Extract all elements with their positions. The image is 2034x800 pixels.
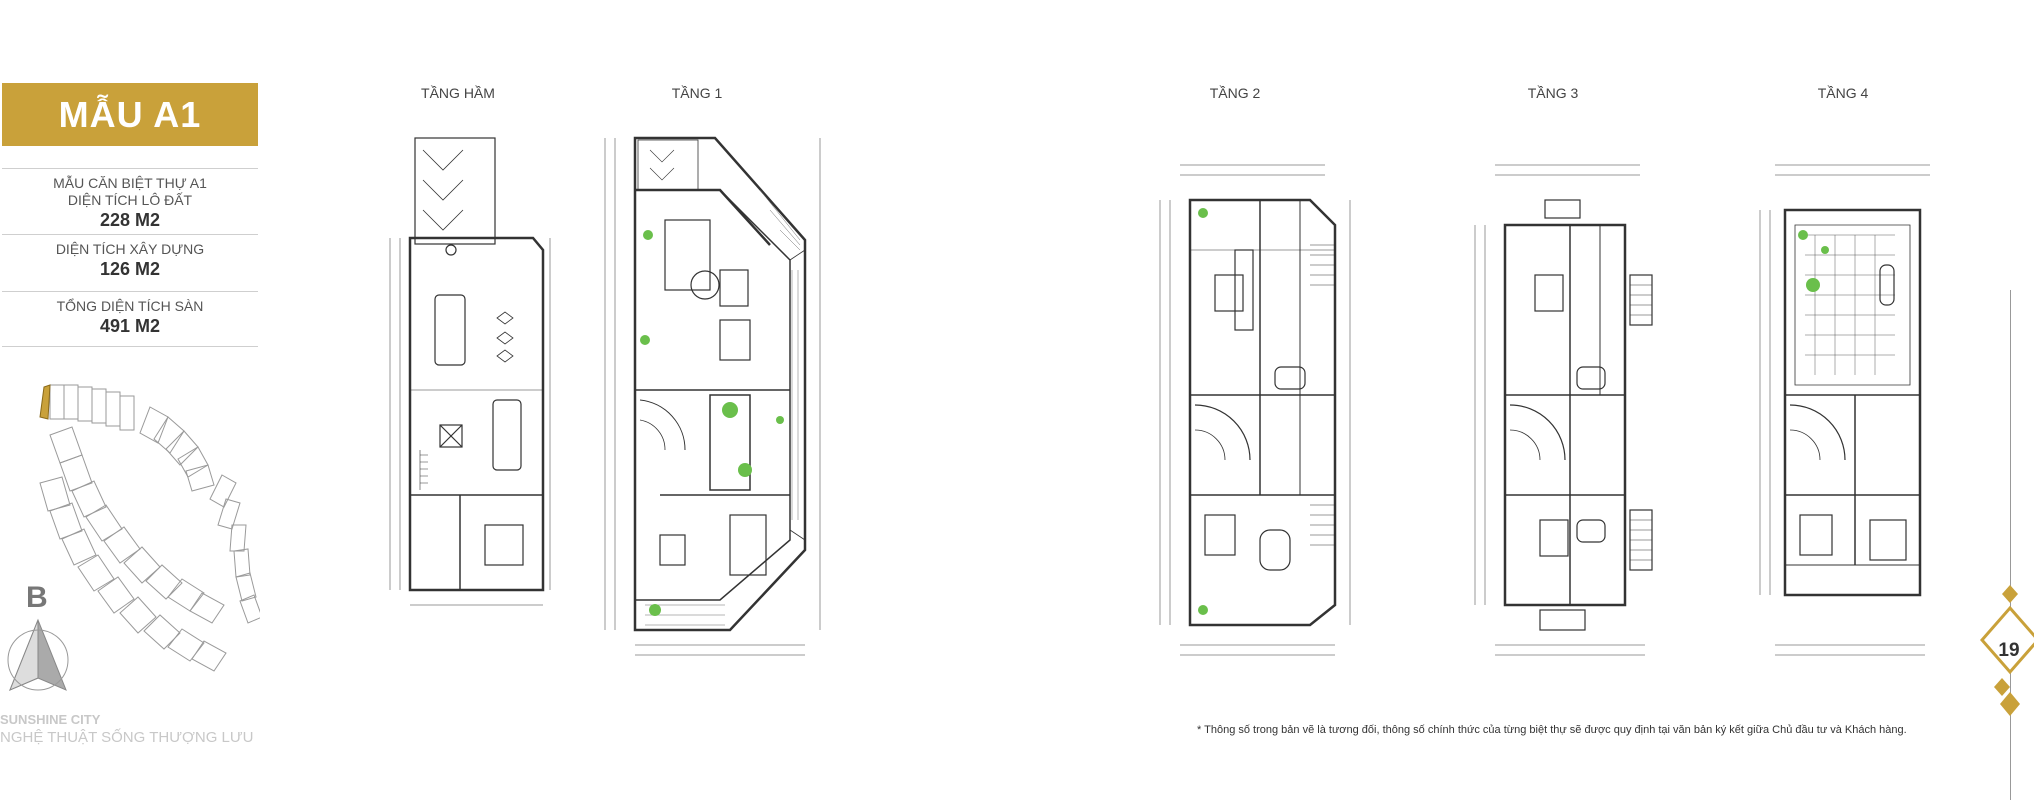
- floor-label-basement: TẦNG HẦM: [421, 85, 495, 101]
- floor-plan-4: [1759, 164, 1930, 656]
- highlighted-lot: [39, 384, 51, 420]
- page-number: 19: [1998, 640, 2020, 661]
- plant-icons: [640, 230, 784, 616]
- brand-name: SUNSHINE CITY: [0, 712, 101, 727]
- floor-plan-1: [604, 136, 821, 656]
- page-marker-diamonds: [1980, 585, 2034, 716]
- villa-row-outer: [39, 476, 227, 672]
- spec-build-area: DIỆN TÍCH XÂY DỰNG 126 M2: [2, 234, 258, 288]
- spec-floor-area: TỔNG DIỆN TÍCH SÀN 491 M2: [2, 291, 258, 347]
- plant-icons: [1798, 230, 1829, 292]
- villa-row-top: [49, 384, 215, 492]
- spec-value: 126 M2: [99, 259, 161, 279]
- floor-label-3: TẦNG 3: [1527, 85, 1579, 101]
- north-arrow-icon: [7, 618, 69, 691]
- brand-tagline: NGHỆ THUẬT SỐNG THƯỢNG LƯU: [0, 729, 254, 746]
- floor-plan-basement: [389, 137, 551, 606]
- model-title: MẪU A1: [2, 83, 258, 146]
- block-label: B: [26, 581, 48, 614]
- spec-label: DIỆN TÍCH XÂY DỰNG: [55, 241, 205, 257]
- spec-land-area: MẪU CĂN BIỆT THỰ A1 DIỆN TÍCH LÔ ĐẤT 228…: [2, 168, 258, 234]
- floor-label-4: TẦNG 4: [1817, 85, 1869, 101]
- spec-label: MẪU CĂN BIỆT THỰ A1 DIỆN TÍCH LÔ ĐẤT: [53, 175, 207, 208]
- villa-row-inner: [49, 426, 225, 624]
- brand-watermark: SUNSHINE CITY NGHỆ THUẬT SỐNG THƯỢNG LƯU: [0, 712, 254, 746]
- spec-value: 228 M2: [99, 210, 161, 230]
- disclaimer-footnote: * Thông số trong bản vẽ là tương đối, th…: [1197, 724, 1907, 736]
- villa-row-right: [209, 474, 260, 624]
- spec-value: 491 M2: [99, 316, 161, 336]
- floor-label-1: TẦNG 1: [671, 85, 723, 101]
- plant-icons: [1198, 208, 1208, 615]
- site-plan-map: B: [7, 384, 260, 691]
- floor-label-2: TẦNG 2: [1209, 85, 1261, 101]
- page-edge-line: [2010, 290, 2011, 800]
- floor-plan-2: [1159, 164, 1351, 656]
- paving-pattern: [645, 189, 801, 626]
- floor-plan-3: [1474, 164, 1653, 656]
- spec-label: TỔNG DIỆN TÍCH SÀN: [56, 298, 204, 314]
